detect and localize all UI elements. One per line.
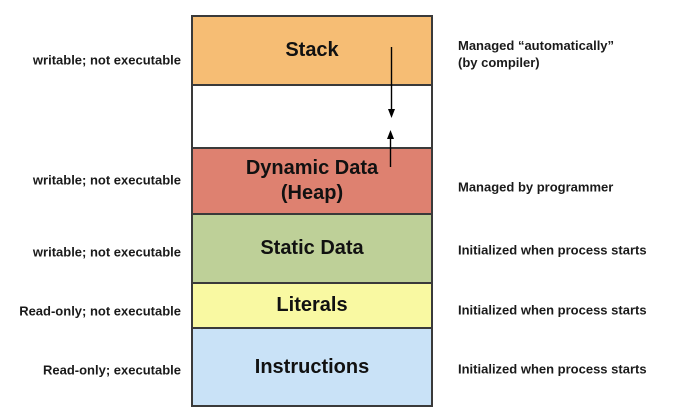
segment-free-gap bbox=[193, 86, 431, 149]
management-label-static: Initialized when process starts bbox=[458, 242, 647, 258]
segment-literals: Literals bbox=[193, 284, 431, 329]
management-label-instructions: Initialized when process starts bbox=[458, 361, 647, 377]
segment-heap: Dynamic Data (Heap) bbox=[193, 149, 431, 215]
segment-stack-label: Stack bbox=[285, 39, 339, 61]
permission-label-stack: writable; not executable bbox=[32, 52, 181, 68]
segment-instructions: Instructions bbox=[193, 329, 431, 405]
segment-instructions-label: Instructions bbox=[254, 355, 370, 378]
segment-literals-label: Literals bbox=[276, 294, 348, 316]
permission-label-static: writable; not executable bbox=[32, 244, 181, 260]
permission-label-heap: writable; not executable bbox=[32, 172, 181, 188]
management-label-stack: Managed “automatically” (by compiler) bbox=[458, 38, 615, 70]
management-label-heap: Managed by programmer bbox=[458, 179, 614, 195]
segment-stack: Stack bbox=[193, 17, 431, 86]
segment-static-data-label: Static Data bbox=[260, 237, 364, 259]
segment-static-data: Static Data bbox=[193, 215, 431, 284]
memory-segments-column: Stack Dynamic Data (Heap) Static Data Li… bbox=[191, 15, 433, 407]
permission-label-instructions: Read-only; executable bbox=[43, 362, 181, 378]
segment-heap-label: Dynamic Data (Heap) bbox=[245, 157, 379, 204]
management-label-literals: Initialized when process starts bbox=[458, 302, 647, 318]
permission-label-literals: Read-only; not executable bbox=[19, 303, 181, 319]
